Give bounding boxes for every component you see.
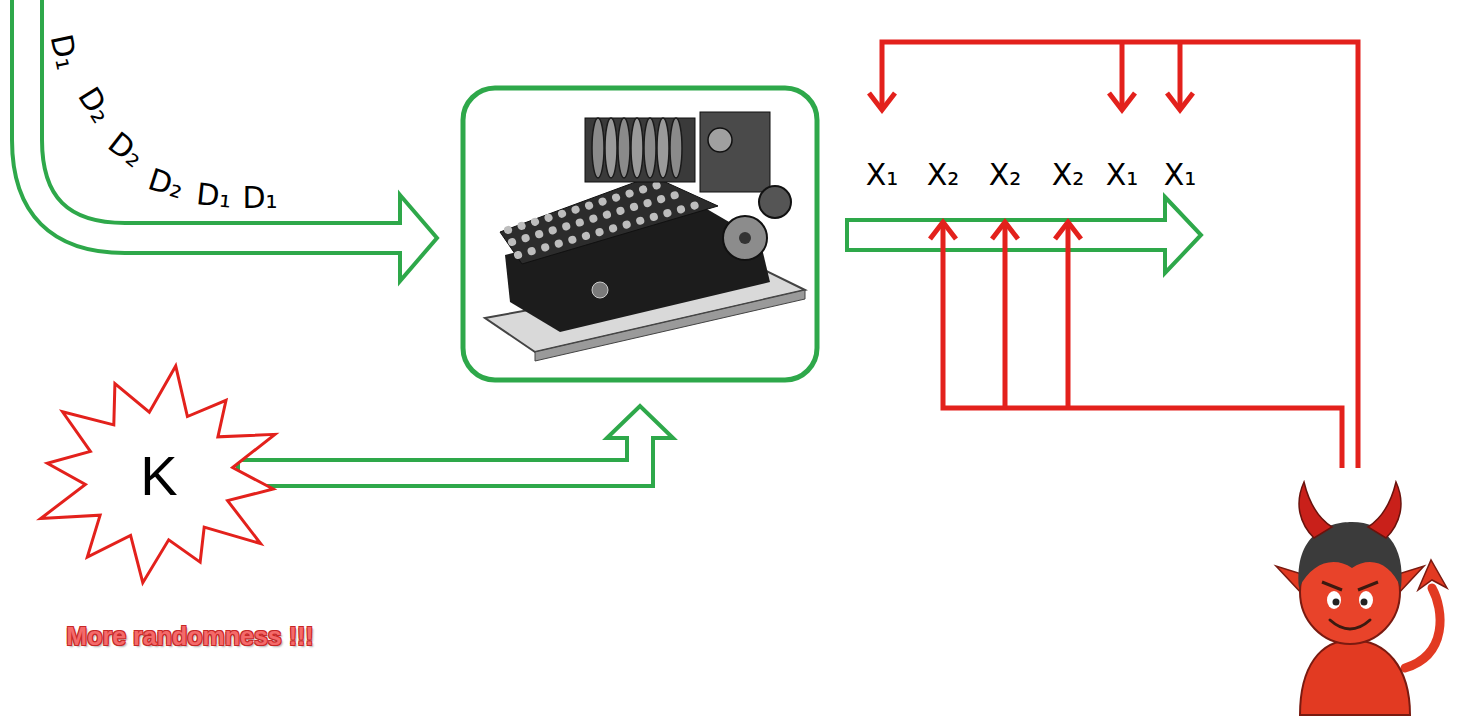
- devil-brow: [1322, 582, 1342, 590]
- arrow-up: [1055, 222, 1081, 239]
- rotor: [657, 118, 669, 178]
- output-arrow: [845, 197, 1201, 273]
- input-symbol: D₁: [195, 179, 233, 213]
- wire: [882, 42, 1358, 468]
- arrow-head: [1165, 197, 1201, 273]
- input-symbol: D₂: [73, 82, 117, 128]
- gear-wheel: [759, 186, 791, 218]
- wire: [943, 226, 1342, 468]
- key-row: [508, 182, 668, 230]
- gear-hub: [739, 232, 751, 244]
- arrow-down: [869, 93, 895, 110]
- starburst-shape: [41, 366, 275, 583]
- devil-tail: [1405, 588, 1440, 668]
- machine-frame: [463, 88, 817, 380]
- arrow-head: [607, 406, 673, 438]
- gear-wheel: [723, 216, 767, 260]
- machine-housing: [585, 118, 695, 182]
- arrow-shaft-inner: [240, 434, 640, 473]
- cipher-machine-picture: [485, 112, 805, 361]
- starburst: K: [28, 362, 290, 590]
- rotor: [592, 118, 604, 178]
- devil-horn: [1368, 482, 1401, 538]
- arrow-up: [930, 222, 956, 239]
- rotor: [618, 118, 630, 178]
- rotor: [605, 118, 617, 178]
- arrow-shaft-outline: [27, 0, 400, 238]
- devil-grin: [1330, 620, 1370, 629]
- output-symbol: X₁: [866, 160, 899, 190]
- key-arrow: [236, 406, 673, 473]
- key-row: [512, 192, 686, 242]
- rotor: [644, 118, 656, 178]
- devil-eye: [1359, 591, 1373, 609]
- devil-eye: [1327, 591, 1341, 609]
- input-arrow: [27, 0, 437, 281]
- mechanism: [700, 112, 770, 192]
- input-symbol: D₁: [46, 32, 83, 73]
- badge: [592, 282, 608, 298]
- attacker-wires: [869, 42, 1358, 468]
- arrow-down: [1167, 93, 1193, 110]
- arrow-up: [992, 222, 1018, 239]
- arrow-shaft-inner: [849, 222, 1169, 248]
- devil-horn: [1299, 482, 1332, 538]
- devil-icon: [1276, 482, 1447, 715]
- arrow-shaft-inner: [27, 0, 404, 238]
- devil-body: [1300, 640, 1410, 715]
- machine-keyboard: [500, 176, 718, 264]
- output-symbol: X₁: [1106, 160, 1139, 190]
- devil-pupil: [1333, 599, 1340, 606]
- rotor: [670, 118, 682, 178]
- devil-pupil: [1361, 599, 1368, 606]
- wire: [1120, 42, 1125, 106]
- output-symbol: X₂: [927, 160, 960, 190]
- wire: [1003, 226, 1008, 408]
- gear-wheel: [708, 128, 732, 152]
- node-label: K: [140, 448, 177, 504]
- input-symbol: D₂: [145, 164, 188, 203]
- output-symbol: X₂: [1052, 160, 1085, 190]
- arrow-head: [400, 195, 437, 281]
- arrow-down: [1109, 93, 1135, 110]
- input-symbol: D₂: [103, 127, 149, 172]
- rotor: [631, 118, 643, 178]
- output-symbol: X₂: [989, 160, 1022, 190]
- node-texts: K: [28, 362, 290, 590]
- output-symbol: X₁: [1164, 160, 1197, 190]
- wire: [1178, 42, 1183, 106]
- devil-brow: [1358, 582, 1378, 590]
- input-symbol: D₁: [242, 183, 277, 213]
- wire: [1066, 226, 1071, 408]
- callout-note: More randomness !!!: [66, 624, 313, 649]
- devil-tail-tip: [1418, 560, 1447, 590]
